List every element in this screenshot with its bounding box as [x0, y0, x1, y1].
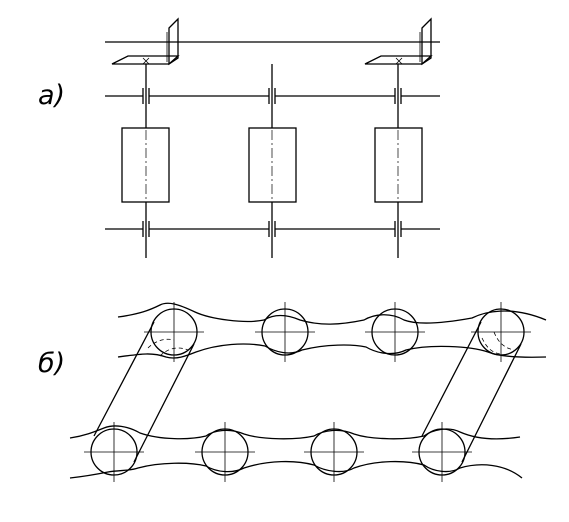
belt-left — [93, 321, 195, 463]
upper-web-bottom-line — [117, 343, 547, 359]
bevel-gear-left — [111, 17, 180, 66]
roller-lower-4 — [412, 422, 472, 482]
unit-box-left — [121, 127, 170, 203]
roller-upper-1 — [144, 302, 204, 362]
bevel-gear-right — [364, 17, 433, 66]
view-a-label: а) — [38, 80, 65, 111]
view-a: а) — [38, 17, 440, 258]
roller-lower-2 — [195, 422, 255, 482]
belt-right — [421, 321, 522, 463]
bevel-gear-left-horizontal — [111, 55, 180, 65]
unit-box-right — [374, 127, 423, 203]
upper-web-top-line — [117, 302, 547, 325]
bevel-gear-right-vertical — [421, 17, 432, 66]
roller-upper-3 — [365, 302, 425, 362]
roller-upper-2 — [255, 302, 315, 362]
roller-lower-3 — [304, 422, 364, 482]
unit-box-middle — [248, 127, 297, 203]
view-b-label: б) — [38, 348, 65, 379]
lower-web-bottom-line — [69, 460, 523, 479]
roller-upper-4 — [471, 302, 531, 362]
roller-lower-1 — [84, 422, 144, 482]
upper-cross-shaft — [105, 88, 440, 104]
lower-cross-shaft — [105, 221, 440, 237]
bevel-gear-left-vertical — [168, 17, 179, 66]
lower-web-top-line — [69, 425, 521, 440]
bevel-gear-right-horizontal — [364, 55, 433, 65]
view-b: б) — [38, 302, 547, 482]
